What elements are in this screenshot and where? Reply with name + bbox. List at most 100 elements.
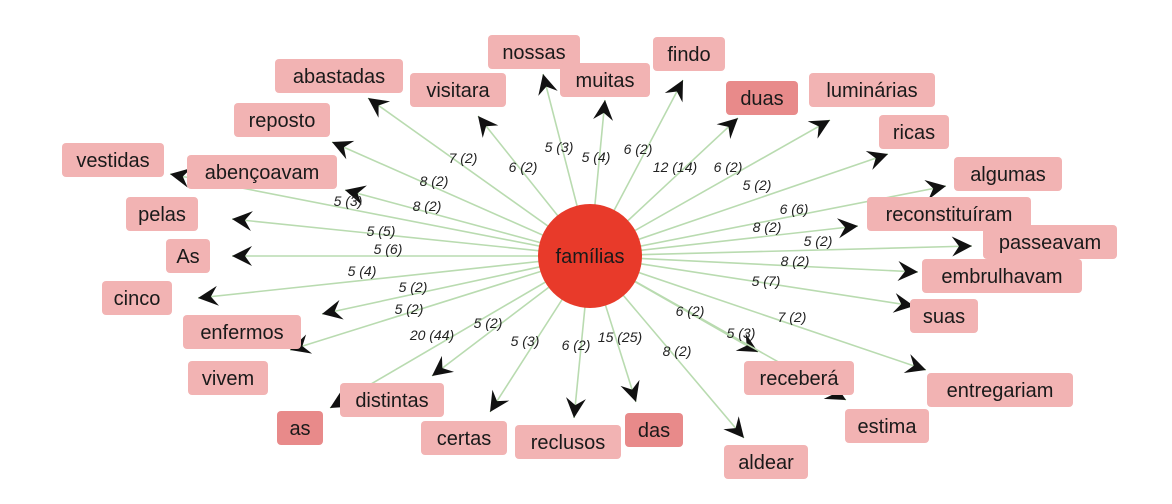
node-findo[interactable]: findo (653, 37, 725, 71)
node-label-entregariam: entregariam (947, 380, 1054, 402)
edge-label-suas: 5 (7) (752, 273, 781, 289)
edge-label-enfermos: 5 (2) (399, 279, 428, 295)
edge-passeavam (589, 245, 973, 257)
node-box-luminarias[interactable] (809, 73, 935, 107)
node-algumas[interactable]: algumas (954, 157, 1062, 191)
arrowhead-reconstituiram (837, 218, 858, 239)
node-muitas[interactable]: muitas (560, 63, 650, 97)
node-box-nossas[interactable] (488, 35, 580, 69)
edge-ricas (589, 153, 889, 257)
node-box-abencoavam[interactable] (187, 155, 337, 189)
node-box-recebera[interactable] (744, 361, 854, 395)
arrowhead-enfermos (322, 300, 344, 320)
edge-label-ricas: 5 (2) (743, 177, 772, 193)
node-distintas[interactable]: distintas (340, 383, 444, 417)
node-box-certas[interactable] (421, 421, 507, 455)
node-nossas[interactable]: nossas (488, 35, 580, 69)
node-box-reposto[interactable] (234, 103, 330, 137)
arrowhead-nossas (538, 74, 558, 96)
node-box-visitara[interactable] (410, 73, 506, 107)
node-ricas[interactable]: ricas (879, 115, 949, 149)
arrowhead-visitara (478, 116, 499, 138)
node-box-passeavam[interactable] (983, 225, 1117, 259)
node-vivem[interactable]: vivem (188, 361, 268, 395)
node-label-duas: duas (740, 88, 783, 110)
node-label-ricas: ricas (893, 122, 935, 144)
node-reposto[interactable]: reposto (234, 103, 330, 137)
node-label-nossas: nossas (502, 42, 565, 64)
node-box-vivem[interactable] (188, 361, 268, 395)
node-reconstituiram[interactable]: reconstituíram (867, 197, 1031, 231)
node-box-reconstituiram[interactable] (867, 197, 1031, 231)
node-box-muitas[interactable] (560, 63, 650, 97)
node-recebera[interactable]: receberá (744, 361, 854, 395)
edge-label-recebera: 6 (2) (676, 303, 705, 319)
node-estima[interactable]: estima (845, 409, 929, 443)
edge-embrulhavam (589, 255, 919, 273)
node-enfermos[interactable]: enfermos (183, 315, 301, 349)
node-box-das[interactable] (625, 413, 683, 447)
node-box-findo[interactable] (653, 37, 725, 71)
node-aldear[interactable]: aldear (724, 445, 808, 479)
node-box-suas[interactable] (910, 299, 978, 333)
node-label-estima: estima (858, 416, 918, 438)
edge-label-reconstituiram: 8 (2) (753, 219, 782, 235)
node-abastadas[interactable]: abastadas (275, 59, 403, 93)
node-box-enfermos[interactable] (183, 315, 301, 349)
node-luminarias[interactable]: luminárias (809, 73, 935, 107)
node-box-abastadas[interactable] (275, 59, 403, 93)
edge-suas (589, 255, 915, 307)
node-passeavam[interactable]: passeavam (983, 225, 1117, 259)
node-entregariam[interactable]: entregariam (927, 373, 1073, 407)
node-duas[interactable]: duas (726, 81, 798, 115)
node-box-embrulhavam[interactable] (922, 259, 1082, 293)
node-abencoavam[interactable]: abençoavam (187, 155, 337, 189)
node-pelas[interactable]: pelas (126, 197, 198, 231)
center-node-label: famílias (556, 246, 625, 268)
edge-label-visitara: 6 (2) (509, 159, 538, 175)
node-label-passeavam: passeavam (999, 232, 1101, 254)
node-box-aldear[interactable] (724, 445, 808, 479)
node-das[interactable]: das (625, 413, 683, 447)
edge-label-As: 5 (6) (374, 241, 403, 257)
edge-pelas (231, 218, 591, 257)
center-node-circle[interactable] (538, 204, 642, 308)
node-label-pelas: pelas (138, 204, 186, 226)
edge-label-reclusos: 6 (2) (562, 337, 591, 353)
arrowhead-embrulhavam (897, 261, 918, 281)
node-box-duas[interactable] (726, 81, 798, 115)
node-box-As[interactable] (166, 239, 210, 273)
node-label-aldear: aldear (738, 452, 794, 474)
node-box-entregariam[interactable] (927, 373, 1073, 407)
arrowhead-passeavam (951, 236, 972, 257)
node-box-distintas[interactable] (340, 383, 444, 417)
node-box-reclusos[interactable] (515, 425, 621, 459)
node-cinco[interactable]: cinco (102, 281, 172, 315)
arrowhead-abencoavam (345, 185, 367, 205)
node-certas[interactable]: certas (421, 421, 507, 455)
node-box-estima[interactable] (845, 409, 929, 443)
node-box-cinco[interactable] (102, 281, 172, 315)
node-box-ricas[interactable] (879, 115, 949, 149)
node-embrulhavam[interactable]: embrulhavam (922, 259, 1082, 293)
edge-label-embrulhavam: 8 (2) (781, 253, 810, 269)
node-box-algumas[interactable] (954, 157, 1062, 191)
node-vestidas[interactable]: vestidas (62, 143, 164, 177)
arrowhead-ricas (865, 151, 888, 170)
edge-label-reposto: 8 (2) (420, 173, 449, 189)
node-As[interactable]: As (166, 239, 210, 273)
node-box-pelas[interactable] (126, 197, 198, 231)
node-visitara[interactable]: visitara (410, 73, 506, 107)
node-as[interactable]: as (277, 411, 323, 445)
arrowhead-certas (490, 389, 510, 412)
arrowhead-As (232, 246, 252, 266)
edge-label-as: 20 (44) (409, 327, 454, 343)
node-suas[interactable]: suas (910, 299, 978, 333)
center-node[interactable]: famílias (538, 204, 642, 308)
node-label-distintas: distintas (355, 390, 428, 412)
node-label-vestidas: vestidas (76, 150, 149, 172)
arrowhead-algumas (924, 180, 946, 200)
node-box-as[interactable] (277, 411, 323, 445)
node-box-vestidas[interactable] (62, 143, 164, 177)
node-reclusos[interactable]: reclusos (515, 425, 621, 459)
